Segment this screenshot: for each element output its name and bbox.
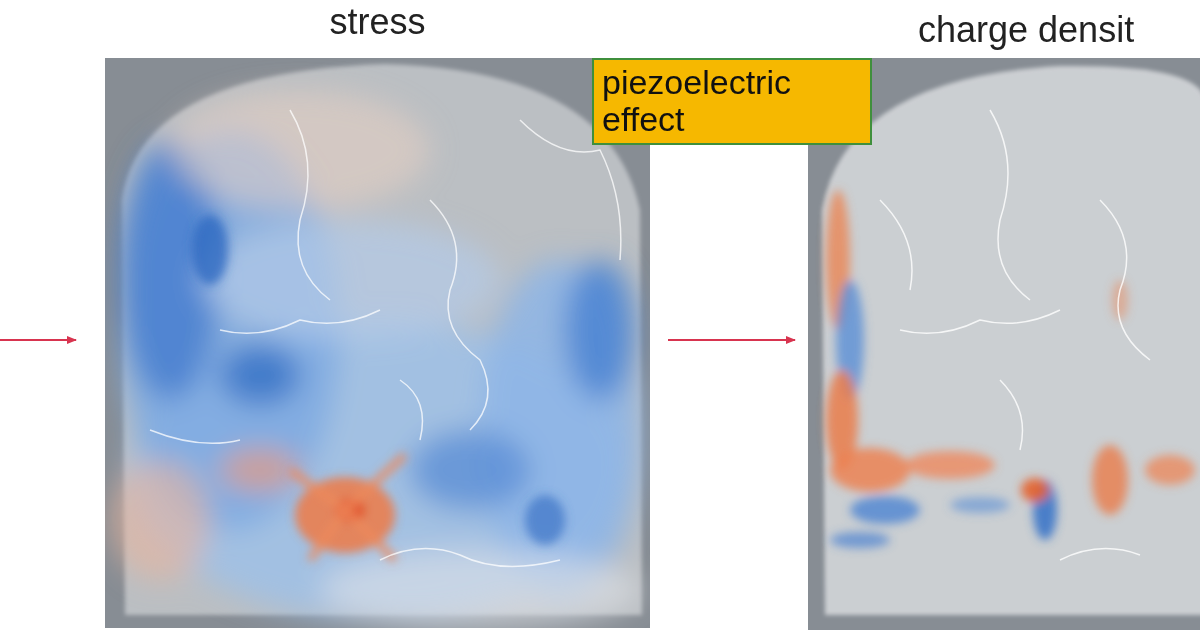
charge-panel: charge densit (808, 58, 1200, 630)
panel-title: stress (329, 2, 425, 42)
process-box: piezoelectric effect (592, 58, 872, 145)
panel-title: charge densit (918, 10, 1134, 50)
flow-arrow (668, 339, 795, 341)
incoming-arrow (0, 339, 76, 341)
box-label: piezoelectric effect (602, 64, 862, 137)
stress-panel: stress (105, 58, 650, 628)
stress-volume (105, 58, 650, 628)
